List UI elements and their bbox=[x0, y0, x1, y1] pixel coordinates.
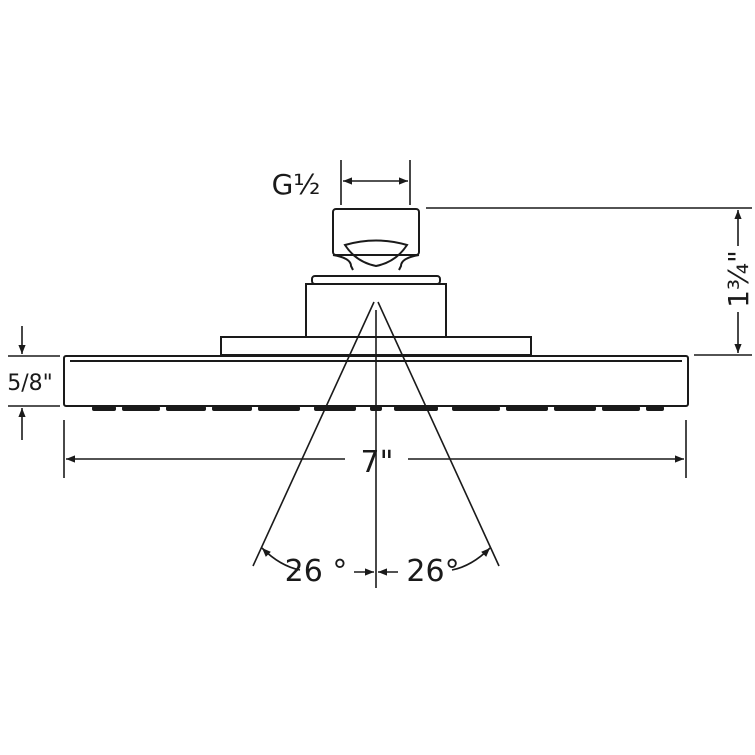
height-dimension: 1¾" bbox=[426, 207, 755, 356]
angle-label-left: 26 ° bbox=[285, 554, 348, 589]
spray-line-right bbox=[377, 301, 500, 567]
spray-line-left bbox=[252, 301, 375, 567]
nozzle-bump bbox=[166, 406, 206, 411]
angle-arc-left bbox=[261, 547, 301, 571]
thread-label: G½ bbox=[272, 168, 321, 201]
thread-dimension: G½ bbox=[272, 160, 411, 205]
nozzle-bump bbox=[554, 406, 596, 411]
nozzle-bump bbox=[92, 406, 116, 411]
width-dimension: 7" bbox=[63, 420, 687, 480]
width-label: 7" bbox=[361, 445, 394, 480]
nozzle-bump bbox=[212, 406, 252, 411]
nozzle-bump bbox=[122, 406, 160, 411]
thickness-label: 5/8" bbox=[7, 371, 53, 396]
spray-angle: 26 ° 26° bbox=[252, 301, 500, 589]
nozzle-bump bbox=[394, 406, 438, 411]
nut-waist bbox=[332, 254, 420, 271]
connection-nut bbox=[332, 208, 420, 256]
thickness-dimension: 5/8" bbox=[7, 326, 60, 440]
height-label: 1¾" bbox=[722, 250, 755, 308]
height-label-gap bbox=[728, 246, 748, 312]
nozzle-bump bbox=[646, 406, 664, 411]
collar-flange bbox=[311, 275, 441, 285]
nozzle-bump bbox=[452, 406, 500, 411]
nozzle-bump bbox=[602, 406, 640, 411]
angle-arc-right bbox=[451, 547, 491, 571]
nozzle-row bbox=[92, 406, 664, 411]
nozzle-bump bbox=[314, 406, 356, 411]
nozzle-bump bbox=[506, 406, 548, 411]
ball-joint bbox=[343, 239, 409, 268]
nozzle-bump bbox=[258, 406, 300, 411]
angle-label-right: 26° bbox=[406, 554, 459, 589]
